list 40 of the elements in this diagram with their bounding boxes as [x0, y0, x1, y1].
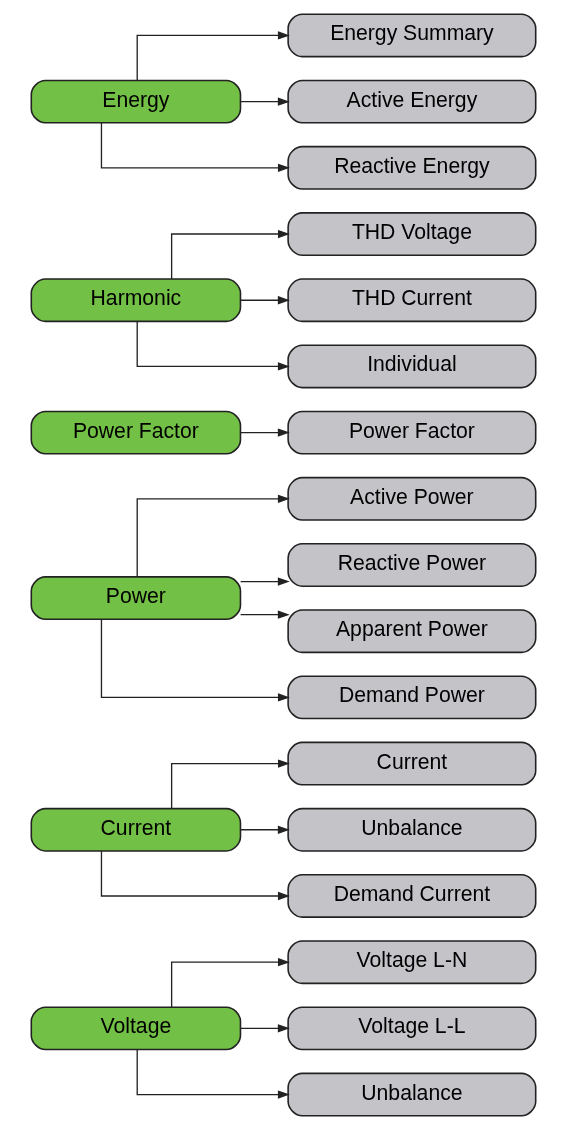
node-box: Apparent Power [286, 609, 536, 654]
arrow [170, 958, 290, 1008]
node-box: Energy [30, 79, 241, 124]
node-box: Unbalance [286, 807, 536, 852]
node-box: Power Factor [286, 410, 536, 455]
node-box: Power Factor [30, 410, 241, 455]
node-box: Active Power [286, 476, 536, 521]
arrow [239, 296, 290, 305]
arrow [136, 494, 290, 578]
node-box: Voltage [30, 1006, 241, 1051]
node-box: Current [286, 741, 536, 786]
arrow [239, 825, 290, 834]
arrow [136, 31, 290, 81]
arrow [239, 1024, 290, 1033]
node-box: Unbalance [286, 1072, 536, 1117]
node-box: Power [30, 576, 241, 621]
node-box: Demand Power [286, 675, 536, 720]
node-box: Energy Summary [286, 13, 536, 58]
arrow [100, 619, 290, 702]
node-box: THD Current [286, 278, 536, 323]
node-box: Demand Current [286, 874, 536, 918]
node-box: THD Voltage [286, 212, 536, 256]
node-box: Reactive Energy [286, 145, 536, 190]
arrow [239, 610, 290, 619]
arrow [170, 759, 290, 810]
arrow [239, 97, 290, 106]
arrow [136, 1049, 290, 1099]
arrow [100, 122, 290, 172]
arrow [239, 428, 290, 437]
node-box: Active Energy [286, 79, 536, 124]
node-box: Current [30, 807, 241, 852]
arrow [100, 850, 290, 901]
node-box: Voltage L-L [286, 1006, 536, 1051]
node-box: Individual [286, 344, 536, 389]
node-box: Harmonic [30, 278, 241, 323]
node-box: Voltage L-N [286, 940, 536, 985]
arrow [136, 320, 290, 371]
node-box: Reactive Power [286, 543, 536, 587]
arrow [170, 229, 290, 280]
arrow [239, 577, 290, 586]
